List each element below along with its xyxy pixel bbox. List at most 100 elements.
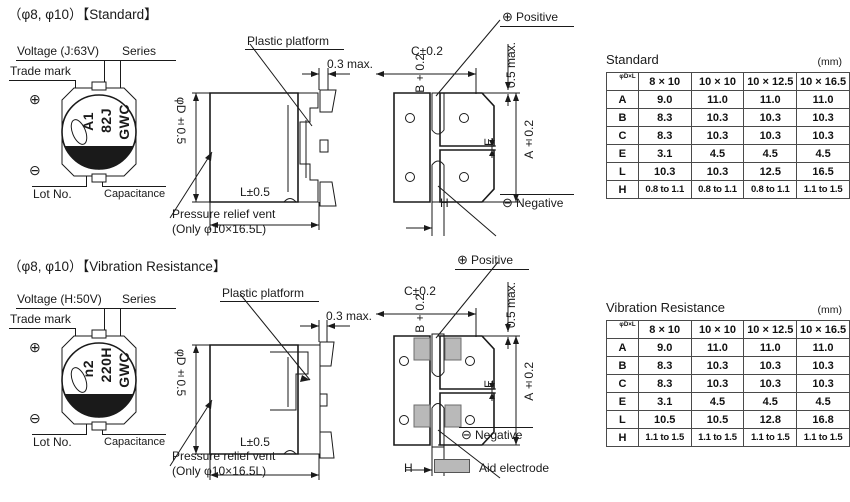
callout-pressure-vent-l1-standard: Pressure relief vent bbox=[172, 207, 276, 221]
table-cell: 10.3 bbox=[690, 374, 745, 393]
lead-terminal-upper-standard bbox=[319, 89, 337, 113]
dim-label-top-gap-standard: 0.5 max. bbox=[504, 42, 518, 89]
table-cell: 4.5 bbox=[743, 144, 798, 163]
table-cell: 3.1 bbox=[637, 144, 692, 163]
table-cell: 9.0 bbox=[637, 338, 692, 357]
dim-label-gap-standard: 0.3 max. bbox=[327, 57, 374, 71]
dim-l-arrow-left-vibration bbox=[210, 472, 218, 478]
table-col-header: 10 × 12.5 bbox=[743, 320, 798, 339]
table-corner-label-vibration: φD×L bbox=[619, 321, 636, 328]
plus-symbol-standard: ⊕ bbox=[29, 91, 41, 107]
mount-hole-1-standard bbox=[405, 113, 415, 123]
pressure-vent-notch-vibration bbox=[283, 450, 297, 455]
dim-label-e-vibration: E bbox=[482, 380, 496, 389]
spec-table-title-vibration: Vibration Resistance bbox=[606, 300, 725, 315]
dim-e-arrow-top-vibration bbox=[489, 383, 495, 389]
callout-voltage-vibration: Voltage (H:50V) bbox=[17, 292, 102, 306]
table-cell: 0.8 to 1.1 bbox=[637, 180, 692, 199]
table-cell: 11.0 bbox=[796, 90, 850, 109]
dim-label-top-gap-vibration: 0.5 max. bbox=[504, 282, 518, 329]
dim-c-arrow-left-vibration bbox=[376, 311, 384, 317]
leader-rule-series-vib bbox=[120, 308, 176, 309]
callout-voltage-standard: Voltage (J:63V) bbox=[17, 44, 100, 58]
lead-terminal-lower-vibration bbox=[319, 431, 335, 459]
dim-label-h-vibration: H bbox=[404, 461, 413, 475]
dim-label-d-vibration: φD±0.5 bbox=[174, 349, 188, 397]
dim-label-b-vibration: B±0.2 bbox=[413, 294, 427, 333]
plastic-platform-step-vibration bbox=[270, 351, 309, 411]
table-cell: 1.1 to 1.5 bbox=[743, 428, 798, 447]
can-marking-series-vibration: GWC bbox=[116, 352, 132, 388]
dim-e-arrow-top-standard bbox=[489, 140, 495, 146]
table-col-header: 10 × 12.5 bbox=[743, 72, 798, 91]
table-corner-cell-vibration: φD×L bbox=[606, 320, 639, 339]
table-cell: 8.3 bbox=[637, 126, 692, 145]
table-cell: 9.0 bbox=[637, 90, 692, 109]
dim-label-l-vibration: L±0.5 bbox=[240, 435, 270, 449]
leader-rule-trade-mark-vib bbox=[9, 328, 76, 329]
table-cell: 16.5 bbox=[796, 162, 850, 181]
table-row-label: B bbox=[606, 108, 639, 127]
plastic-platform-outline-vibration bbox=[298, 344, 321, 455]
table-col-header: 8 × 10 bbox=[637, 72, 692, 91]
mount-hole-1-vibration bbox=[399, 356, 409, 366]
capacitor-top-view-standard bbox=[61, 81, 137, 183]
mount-hole-2-standard bbox=[405, 172, 415, 182]
dim-top-gap-arrow-a-vibration bbox=[505, 324, 511, 332]
table-cell: 8.3 bbox=[637, 374, 692, 393]
dim-a-arrow-top-vibration bbox=[513, 336, 519, 344]
dim-label-c-vibration: C±0.2 bbox=[404, 284, 436, 298]
plus-symbol-vibration: ⊕ bbox=[29, 339, 41, 355]
mount-hole-3-vibration bbox=[465, 356, 475, 366]
terminal-tab-bottom-standard bbox=[91, 173, 107, 183]
table-cell: 0.8 to 1.1 bbox=[690, 180, 745, 199]
table-row-label: H bbox=[606, 428, 639, 447]
lead-terminal-mid-vibration bbox=[319, 393, 328, 407]
aid-electrode-lower-left-vibration bbox=[413, 404, 431, 428]
table-cell: 11.0 bbox=[690, 338, 745, 357]
callout-negative-vibration: Negative bbox=[475, 428, 523, 442]
table-row: L 10.5 10.5 12.8 16.8 bbox=[606, 410, 850, 429]
section-heading-standard: （φ8, φ10）【Standard】 bbox=[8, 7, 158, 22]
table-row-label: C bbox=[606, 374, 639, 393]
aid-electrode-upper-right-vibration bbox=[444, 337, 462, 361]
dim-c-arrow-right-vibration bbox=[468, 311, 476, 317]
leader-pressure-vent-standard bbox=[169, 151, 213, 219]
dim-top-gap-arrow-b-standard bbox=[505, 94, 511, 102]
table-cell: 10.3 bbox=[743, 356, 798, 375]
callout-pressure-vent-l2-standard: (Only φ10×16.5L) bbox=[172, 222, 267, 236]
polarity-band-vibration bbox=[64, 394, 134, 418]
minus-symbol-standard: ⊖ bbox=[29, 162, 41, 178]
dim-e-arrow-bottom-standard bbox=[489, 150, 495, 156]
table-cell: 11.0 bbox=[690, 90, 745, 109]
callout-pressure-vent-l2-vibration: (Only φ10×16.5L) bbox=[172, 464, 267, 478]
table-row: H 1.1 to 1.5 1.1 to 1.5 1.1 to 1.5 1.1 t… bbox=[606, 428, 850, 447]
trade-mark-ellipse-standard bbox=[70, 119, 88, 145]
pad-left-vibration bbox=[393, 335, 431, 446]
callout-capacitance-vibration: Capacitance bbox=[104, 436, 166, 448]
table-row-label: A bbox=[606, 90, 639, 109]
table-cell: 10.3 bbox=[796, 126, 850, 145]
table-row: A 9.0 11.0 11.0 11.0 bbox=[606, 338, 850, 357]
table-cell: 4.5 bbox=[796, 392, 850, 411]
leader-line-series bbox=[120, 60, 121, 108]
table-cell: 1.1 to 1.5 bbox=[796, 180, 850, 199]
callout-capacitance-standard: Capacitance bbox=[104, 188, 166, 200]
capacitor-bottom-view-vibration bbox=[376, 261, 520, 479]
table-cell: 16.8 bbox=[796, 410, 850, 429]
dim-gap-arrow2-vibration bbox=[327, 323, 335, 329]
dim-gap-arrow-standard bbox=[311, 71, 319, 77]
leader-rule-voltage-vib bbox=[16, 308, 136, 309]
table-col-header: 10 × 16.5 bbox=[796, 320, 850, 339]
table-cell: 10.5 bbox=[637, 410, 692, 429]
can-marking-lot-standard: A1 bbox=[80, 112, 96, 131]
leader-pressure-vent-line-vibration bbox=[169, 399, 213, 467]
table-cell: 8.3 bbox=[637, 356, 692, 375]
capacitor-side-view-vibration bbox=[192, 293, 350, 480]
table-cell: 10.3 bbox=[690, 162, 745, 181]
spec-table-standard: φD×L 8 × 10 10 × 10 10 × 12.5 10 × 16.5 … bbox=[606, 72, 850, 199]
dim-d-arrow-bottom-standard bbox=[193, 194, 199, 202]
table-cell: 3.1 bbox=[637, 392, 692, 411]
terminal-negative-standard bbox=[431, 160, 445, 203]
dim-d-arrow-top-vibration bbox=[193, 345, 199, 353]
